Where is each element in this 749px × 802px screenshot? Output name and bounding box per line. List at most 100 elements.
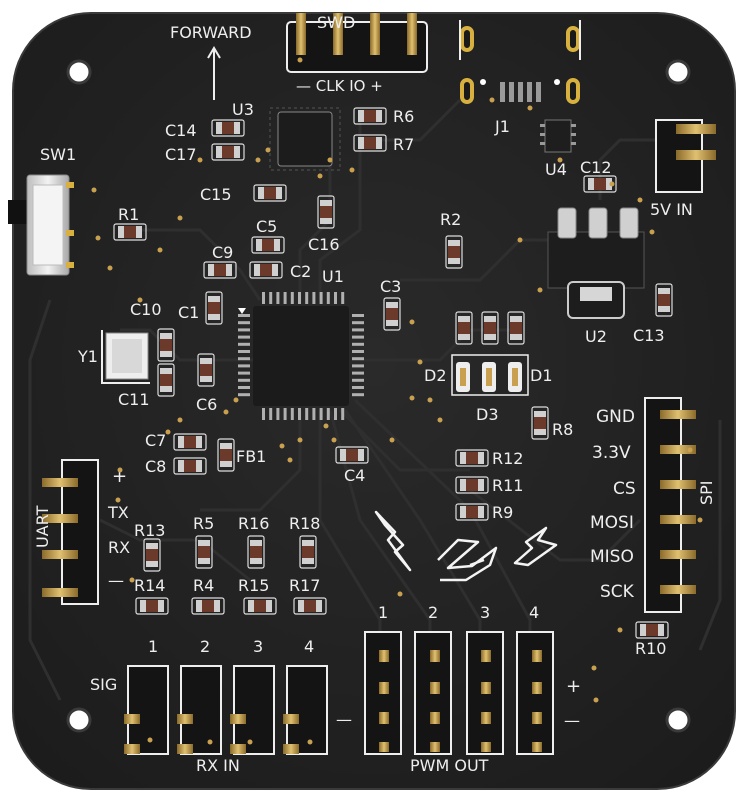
component-c14 <box>211 119 245 137</box>
via <box>147 737 153 743</box>
crystal-y1 <box>101 330 150 384</box>
component-c5 <box>251 236 285 254</box>
via <box>307 739 313 745</box>
c13-label: C13 <box>633 326 665 345</box>
component-c7 <box>173 433 207 451</box>
component-r12 <box>455 449 489 467</box>
spi-miso-label: MISO <box>590 547 634 567</box>
uart-minus-label: — <box>108 571 124 590</box>
via <box>115 497 121 503</box>
component-r10 <box>635 621 669 639</box>
via <box>265 147 271 153</box>
via <box>233 397 239 403</box>
r1-label: R1 <box>118 205 139 224</box>
rx-ch2-label: 2 <box>200 637 210 656</box>
sw1-label: SW1 <box>40 145 76 164</box>
via <box>697 517 703 523</box>
via <box>317 173 323 179</box>
r8-label: R8 <box>552 420 573 439</box>
r6-label: R6 <box>393 107 414 126</box>
via <box>591 665 597 671</box>
via <box>427 397 433 403</box>
mounting-hole-top-left <box>66 59 92 85</box>
rx-ch1-label: 1 <box>148 637 158 656</box>
j1-label: J1 <box>494 117 510 136</box>
component-c17 <box>211 143 245 161</box>
component-c11 <box>157 363 175 397</box>
component-r18 <box>299 535 317 569</box>
u2-label: U2 <box>585 327 607 346</box>
pwm-plus-label: + <box>566 676 581 697</box>
via <box>297 437 303 443</box>
component-c3 <box>383 297 401 331</box>
sig-label: SIG <box>90 675 117 694</box>
r12-label: R12 <box>492 449 523 468</box>
ic-u4 <box>540 119 576 153</box>
component-r2 <box>445 235 463 269</box>
c1-label: C1 <box>178 303 199 322</box>
pwm-minus-label: — <box>564 711 580 730</box>
via <box>327 157 333 163</box>
via <box>165 429 171 435</box>
component-c13 <box>655 283 673 317</box>
component-c2 <box>249 261 283 279</box>
c11-label: C11 <box>118 390 150 409</box>
via <box>409 395 415 401</box>
u4-label: U4 <box>545 160 567 179</box>
component-r9 <box>455 503 489 521</box>
passive-components <box>113 107 673 639</box>
r16-label: R16 <box>238 514 269 533</box>
uart-rx-label: RX <box>108 538 130 557</box>
spi-gnd-label: GND <box>596 407 635 427</box>
component-fb1 <box>217 438 235 472</box>
c17-label: C17 <box>165 145 197 164</box>
c8-label: C8 <box>145 457 166 476</box>
component-c9 <box>203 261 237 279</box>
rx-ch4-label: 4 <box>304 637 314 656</box>
component-r15 <box>243 597 277 615</box>
mounting-hole-bottom-right <box>665 707 691 733</box>
via <box>223 409 229 415</box>
via <box>417 359 423 365</box>
r18-label: R18 <box>289 514 320 533</box>
component-r5 <box>195 535 213 569</box>
5v-in-header <box>655 119 716 193</box>
component-led-r-1 <box>455 311 473 345</box>
uart-tx-label: TX <box>107 503 129 522</box>
via <box>255 157 261 163</box>
c5-label: C5 <box>256 217 277 236</box>
component-r4 <box>191 597 225 615</box>
via <box>137 297 143 303</box>
pwm-ch3-label: 3 <box>480 603 490 622</box>
r11-label: R11 <box>492 476 523 495</box>
y1-label: Y1 <box>77 347 98 366</box>
component-r11 <box>455 476 489 494</box>
component-r13 <box>143 538 161 572</box>
component-c12 <box>583 175 617 193</box>
component-led-r-3 <box>507 311 525 345</box>
via <box>517 237 523 243</box>
component-led-r-2 <box>481 311 499 345</box>
via <box>617 627 623 633</box>
swd-label: SWD <box>317 13 355 32</box>
forward-arrow-icon <box>207 46 221 100</box>
spi-mosi-label: MOSI <box>590 513 634 533</box>
via <box>331 437 337 443</box>
pwm-ch2-label: 2 <box>428 603 438 622</box>
via <box>129 577 135 583</box>
via <box>687 447 693 453</box>
via <box>287 457 293 463</box>
uart-label: UART <box>33 505 52 548</box>
component-r8 <box>531 406 549 440</box>
spi-label: SPI <box>697 480 716 505</box>
spi-3v3-label: 3.3V <box>592 443 631 463</box>
via <box>91 187 97 193</box>
usb-connector-j1 <box>459 20 581 104</box>
via <box>389 437 395 443</box>
spi-sck-label: SCK <box>600 582 635 602</box>
component-c6 <box>197 353 215 387</box>
via <box>279 443 285 449</box>
via <box>397 591 403 597</box>
via <box>537 287 543 293</box>
